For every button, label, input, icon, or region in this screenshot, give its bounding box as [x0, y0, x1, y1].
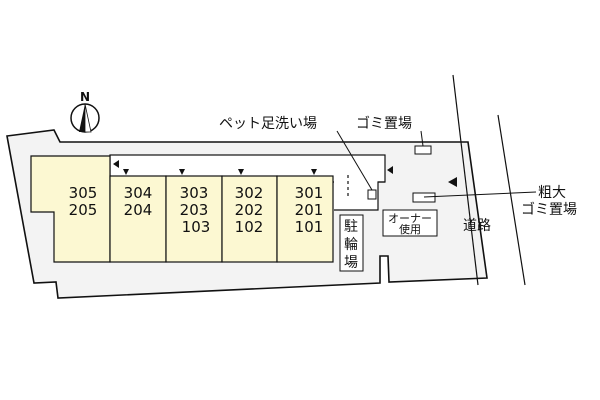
svg-text:101: 101 — [295, 218, 324, 236]
svg-text:102: 102 — [235, 218, 264, 236]
entrance-arrow-icon — [123, 169, 129, 175]
unit-label-301: 301 201 101 — [295, 184, 324, 236]
svg-text:302: 302 — [235, 184, 264, 202]
owner-use-label-2: 使用 — [399, 223, 421, 236]
entrance-arrow-icon — [387, 166, 393, 174]
svg-text:305: 305 — [69, 184, 98, 202]
svg-text:203: 203 — [180, 201, 209, 219]
owner-use-area — [382, 209, 438, 237]
unit-label-302: 302 202 102 — [235, 184, 264, 236]
compass-label: N — [80, 90, 90, 104]
road-edge-right — [497, 114, 526, 286]
svg-text:303: 303 — [180, 184, 209, 202]
site-entrance-arrow-icon — [448, 177, 457, 187]
garbage-area — [414, 145, 432, 155]
unit-block-304 — [109, 175, 167, 263]
bulky-garbage-label-1: 粗大 — [538, 185, 566, 201]
bicycle-parking-label-1: 駐 — [344, 219, 358, 235]
road-edge-left — [452, 74, 479, 286]
svg-text:205: 205 — [69, 201, 98, 219]
owner-use-label-1: オーナー — [388, 212, 432, 225]
svg-text:103: 103 — [182, 218, 211, 236]
entrance-arrow-icon — [238, 169, 244, 175]
unit-label-303: 303 203 103 — [180, 184, 211, 236]
bulky-garbage-label-2: ゴミ置場 — [521, 201, 577, 218]
bicycle-parking-label-3: 場 — [344, 255, 358, 271]
svg-text:204: 204 — [124, 201, 153, 219]
unit-block-301 — [276, 175, 334, 263]
bicycle-parking — [339, 214, 364, 272]
svg-text:301: 301 — [295, 184, 324, 202]
north-arrow-icon — [70, 103, 100, 133]
entrance-arrow-icon — [113, 160, 119, 168]
unit-label-304: 304 204 — [124, 184, 153, 219]
unit-block-305 — [30, 155, 111, 263]
pet-wash-area — [367, 189, 377, 200]
svg-text:202: 202 — [235, 201, 264, 219]
bicycle-parking-label-2: 輪 — [344, 236, 358, 253]
entrance-arrow-icon — [311, 169, 317, 175]
bulky-garbage-area — [412, 192, 436, 203]
pet-wash-label: ペット足洗い場 — [219, 116, 317, 132]
unit-label-305: 305 205 — [69, 184, 98, 219]
svg-text:201: 201 — [295, 201, 324, 219]
svg-text:304: 304 — [124, 184, 153, 202]
entrance-arrow-icon — [179, 169, 185, 175]
garbage-label: ゴミ置場 — [356, 115, 412, 132]
road-label: 道路 — [463, 218, 491, 234]
